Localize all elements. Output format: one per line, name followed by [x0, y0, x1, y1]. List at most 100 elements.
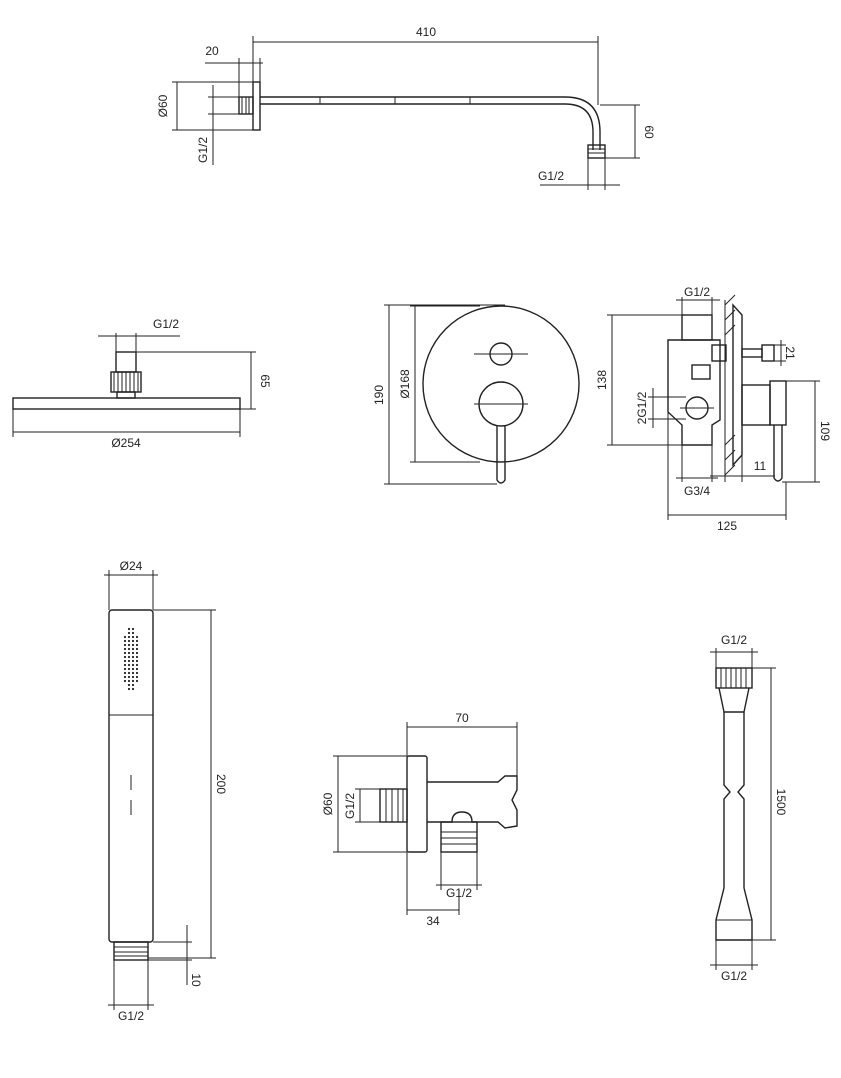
- spray-nozzle: [131, 627, 135, 631]
- spray-nozzle: [135, 655, 139, 659]
- spray-nozzle: [135, 671, 139, 675]
- spray-nozzle: [131, 651, 135, 655]
- spray-nozzle: [127, 671, 131, 675]
- spray-nozzle: [127, 675, 131, 679]
- spray-nozzle: [123, 667, 127, 671]
- arm-flange-diameter-label: Ø60: [156, 94, 170, 117]
- hose-length-label: 1500: [774, 789, 788, 816]
- spray-nozzle: [123, 647, 127, 651]
- spray-nozzle: [127, 663, 131, 667]
- spray-nozzle: [131, 635, 135, 639]
- outlet-holder: [427, 775, 518, 829]
- spray-nozzle: [131, 671, 135, 675]
- spray-nozzle: [131, 663, 135, 667]
- mixer-plate-height-label: 190: [372, 385, 386, 405]
- head-diameter-label: Ø254: [111, 436, 141, 450]
- hose-top-thread-label: G1/2: [721, 633, 747, 647]
- spray-nozzle: [123, 643, 127, 647]
- spray-nozzle: [127, 643, 131, 647]
- spray-nozzle: [127, 683, 131, 687]
- hand-nut-height-label: 10: [189, 973, 203, 987]
- spray-nozzle: [135, 635, 139, 639]
- outlet-inlet-thread: [379, 788, 408, 823]
- wall-outlet-drawing: 70 Ø60 G1/2 G1/2 34: [321, 711, 518, 928]
- hand-shower-nut: [113, 941, 149, 961]
- spray-nozzle: [127, 659, 131, 663]
- side-gap-label: 11: [754, 459, 767, 473]
- arm-flange: [252, 81, 261, 131]
- spray-nozzle: [127, 627, 131, 631]
- spray-nozzle: [127, 651, 131, 655]
- outlet-depth-label: 70: [455, 711, 469, 725]
- spray-nozzle: [131, 639, 135, 643]
- outlet-flange: [406, 755, 428, 853]
- spray-nozzle: [131, 647, 135, 651]
- spray-nozzle: [127, 639, 131, 643]
- hand-thread-label: G1/2: [118, 1009, 144, 1023]
- spray-nozzle: [127, 679, 131, 683]
- hose-drawing: G1/2 1500 G1/2: [710, 633, 788, 983]
- head-shower-drawing: G1/2 65 Ø254: [12, 317, 272, 450]
- spray-nozzle: [127, 635, 131, 639]
- spray-nozzle: [127, 667, 131, 671]
- spray-nozzles: [123, 627, 139, 691]
- spray-nozzle: [131, 655, 135, 659]
- spray-nozzle: [127, 647, 131, 651]
- arm-length-label: 410: [416, 25, 436, 39]
- mixer-plate-side: [732, 303, 743, 467]
- head-thread-label: G1/2: [153, 317, 179, 331]
- spray-nozzle: [123, 663, 127, 667]
- mixer-plate-diameter-label: Ø168: [398, 369, 412, 399]
- arm-flange-depth-label: 20: [205, 44, 219, 58]
- side-body-height-label: 138: [595, 370, 609, 390]
- spray-nozzle: [123, 655, 127, 659]
- spray-nozzle: [135, 639, 139, 643]
- spray-nozzle: [131, 643, 135, 647]
- spray-nozzle: [135, 667, 139, 671]
- spray-nozzle: [131, 667, 135, 671]
- side-bottom-thread-label: G3/4: [684, 484, 710, 498]
- arm-drop-label: 60: [642, 125, 656, 139]
- spray-nozzle: [135, 651, 139, 655]
- hose-bottom-thread-label: G1/2: [721, 969, 747, 983]
- spray-nozzle: [131, 659, 135, 663]
- mixer-side-drawing: G1/2 138 2G1/2 21 109 11 G3/4 12: [595, 285, 832, 533]
- spray-nozzle: [131, 631, 135, 635]
- mixer-top-port: [681, 314, 713, 341]
- outlet-flange-diameter-label: Ø60: [321, 792, 335, 815]
- spray-nozzle: [135, 659, 139, 663]
- spray-nozzle: [127, 631, 131, 635]
- arm-outlet-thread: [587, 144, 606, 159]
- spray-nozzle: [127, 687, 131, 691]
- hand-diameter-label: Ø24: [120, 559, 143, 573]
- spray-nozzle: [123, 679, 127, 683]
- hose-bottom-cone: [715, 887, 753, 941]
- mixer-cover-plate: [422, 305, 580, 463]
- side-handle-height-label: 109: [818, 421, 832, 441]
- spray-nozzle: [135, 675, 139, 679]
- spray-nozzle: [123, 675, 127, 679]
- side-port-thread-label: 2G1/2: [635, 391, 649, 424]
- head-shower-thread: [115, 351, 137, 373]
- side-depth-21-label: 21: [783, 346, 797, 360]
- spray-nozzle: [123, 659, 127, 663]
- spray-nozzle: [131, 687, 135, 691]
- outlet-elbow: [440, 821, 478, 853]
- spray-nozzle: [131, 675, 135, 679]
- spray-nozzle: [123, 635, 127, 639]
- spray-nozzle: [127, 655, 131, 659]
- arm-inlet-thread-label: G1/2: [196, 137, 210, 163]
- hand-shower-drawing: Ø24 200 10 G1/2: [104, 559, 228, 1023]
- side-top-thread-label: G1/2: [684, 285, 710, 299]
- spray-nozzle: [131, 679, 135, 683]
- mixer-handle-lever: [496, 425, 506, 484]
- spray-nozzle: [123, 639, 127, 643]
- arm-tube: [260, 96, 601, 150]
- hose-tube: [723, 712, 745, 888]
- mixer-front-drawing: 190 Ø168: [372, 304, 580, 485]
- spray-nozzle: [135, 647, 139, 651]
- hand-length-label: 200: [214, 774, 228, 794]
- mixer-diverter-side: [761, 344, 775, 362]
